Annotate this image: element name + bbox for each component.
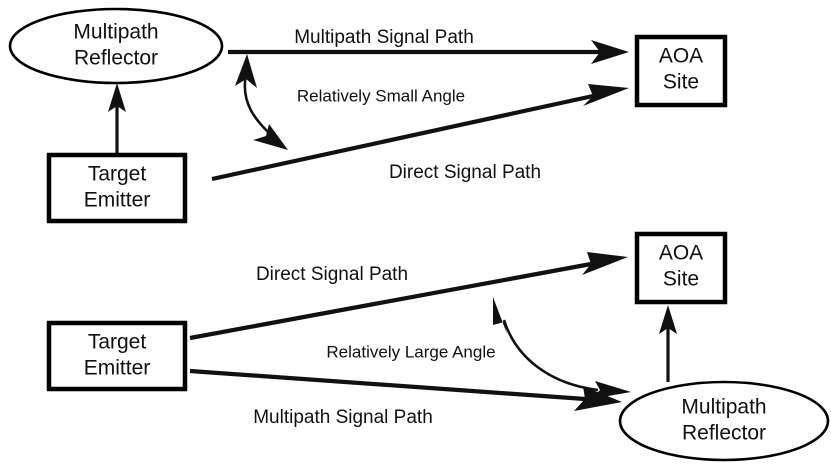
edge-label-top-direct: Direct Signal Path (389, 162, 541, 183)
node-label-line2: Site (663, 71, 699, 94)
rect-shape (46, 152, 188, 224)
edge-bottom-direct-signal-path (189, 252, 628, 341)
edge-line (189, 261, 592, 341)
node-label-line1: Target (88, 331, 147, 354)
rect-shape (634, 231, 728, 305)
edge-label-top-multipath: Multipath Signal Path (294, 27, 474, 48)
edge-label-bottom-angle: Relatively Large Angle (326, 342, 495, 361)
node-label-line2: Reflector (682, 422, 766, 445)
node-bottom-target-emitter[interactable]: Target Emitter (46, 320, 188, 392)
edge-label-bottom-direct: Direct Signal Path (256, 264, 408, 285)
node-top-multipath-reflector[interactable]: Multipath Reflector (8, 7, 224, 85)
angle-arc (243, 73, 273, 137)
node-label-line2: Site (663, 268, 699, 291)
edge-line (189, 368, 586, 402)
arrow-head-icon-up (235, 54, 257, 88)
node-bottom-multipath-reflector[interactable]: Multipath Reflector (618, 380, 830, 462)
arrow-head-icon (659, 305, 677, 334)
node-top-aoa-site[interactable]: AOA Site (634, 34, 728, 108)
angle-indicator-bottom-large-angle (493, 297, 631, 399)
edge-line (211, 93, 594, 182)
edge-top-multipath-signal-path (228, 40, 629, 64)
node-bottom-aoa-site[interactable]: AOA Site (634, 231, 728, 305)
rect-shape (634, 34, 728, 108)
edge-bottom-multipath-signal-path (189, 368, 622, 411)
edge-label-bottom-multipath: Multipath Signal Path (253, 407, 433, 428)
edge-top-emitter-to-reflector (108, 83, 126, 153)
arrow-head-icon-down (253, 124, 288, 150)
top-panel: Multipath Reflector Target Emitter AOA S… (8, 7, 728, 224)
arrow-head-icon (591, 40, 629, 64)
ellipse-shape (618, 380, 830, 462)
edge-bottom-reflector-to-aoa (659, 305, 677, 382)
node-label-line2: Reflector (74, 47, 158, 70)
bottom-panel: Target Emitter AOA Site Multipath Reflec… (46, 231, 830, 462)
node-label-line1: AOA (659, 242, 703, 265)
edge-top-direct-signal-path (211, 84, 629, 182)
node-label-line1: Target (88, 163, 147, 186)
node-label-line2: Emitter (84, 357, 151, 380)
angle-arc (502, 319, 599, 392)
arrow-head-icon (582, 252, 628, 275)
arrow-head-icon-up (493, 297, 507, 334)
arrow-head-icon (108, 83, 126, 112)
arrow-head-icon (583, 84, 629, 106)
node-label-line2: Emitter (84, 189, 151, 212)
node-label-line1: AOA (659, 45, 703, 68)
edge-label-top-angle: Relatively Small Angle (297, 86, 465, 105)
node-top-target-emitter[interactable]: Target Emitter (46, 152, 188, 224)
ellipse-shape (8, 7, 224, 85)
angle-indicator-top-small-angle (235, 54, 288, 150)
arrow-head-icon-right (591, 381, 631, 399)
node-label-line1: Multipath (73, 21, 158, 44)
arrow-head-icon (574, 386, 622, 411)
node-label-line1: Multipath (681, 396, 766, 419)
rect-shape (46, 320, 188, 392)
